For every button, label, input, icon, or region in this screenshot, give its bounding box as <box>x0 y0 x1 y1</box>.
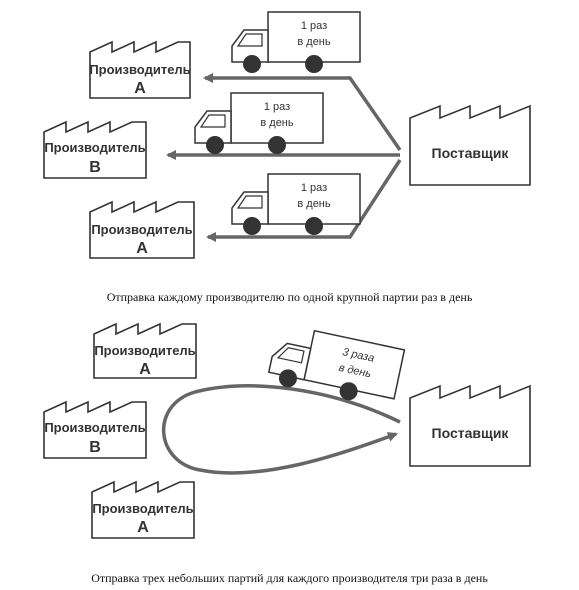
producer-a-bottom-factory-bottom-diagram: Производитель А <box>91 480 195 539</box>
producer-letter: В <box>89 159 101 176</box>
producer-a-top-factory: Производитель А <box>89 40 191 99</box>
producer-label: Производитель <box>91 222 192 237</box>
supplier-factory-top: Поставщик <box>409 104 531 186</box>
producer-b-factory: Производитель В <box>43 120 147 179</box>
producer-label: Производитель <box>92 501 193 516</box>
truck-icon: 1 раз в день <box>194 92 324 154</box>
truck-frequency-line2: в день <box>297 36 331 48</box>
producer-letter: А <box>137 519 149 536</box>
producer-label: Производитель <box>44 420 145 435</box>
top-diagram: Поставщик Производитель А Производитель … <box>43 11 531 259</box>
bottom-diagram: Поставщик Производитель А Производитель … <box>43 322 531 539</box>
truck-frequency-line2: в день <box>260 117 294 129</box>
supplier-label: Поставщик <box>432 145 510 161</box>
producer-label: Производитель <box>44 140 145 155</box>
bottom-caption: Отправка трех небольших партий для каждо… <box>91 571 488 585</box>
arrow-to-producer-a-top <box>203 73 402 151</box>
producer-letter: А <box>136 240 148 257</box>
truck-frequency-line1: 1 раз <box>301 182 327 194</box>
producer-label: Производитель <box>89 62 190 77</box>
producer-a-top-factory-bottom-diagram: Производитель А <box>93 322 197 379</box>
producer-b-factory-bottom-diagram: Производитель В <box>43 400 147 459</box>
arrow-to-producer-a-bottom <box>206 159 402 242</box>
truck-icon: 1 раз в день <box>231 11 361 73</box>
truck-frequency-line2: в день <box>297 198 331 210</box>
producer-letter: А <box>134 80 146 97</box>
producer-label: Производитель <box>94 343 195 358</box>
loop-route-arrow <box>161 384 401 475</box>
truck-frequency-line1: 1 раз <box>301 20 327 32</box>
truck-frequency-line1: 1 раз <box>264 101 290 113</box>
producer-a-bottom-factory: Производитель А <box>89 200 195 259</box>
supplier-label: Поставщик <box>432 425 510 441</box>
producer-letter: В <box>89 439 101 456</box>
truck-icon: 1 раз в день <box>231 173 361 235</box>
top-caption: Отправка каждому производителю по одной … <box>106 290 473 304</box>
truck-icon: 3 раза в день <box>267 329 406 401</box>
producer-letter: А <box>139 361 151 378</box>
supplier-factory-bottom: Поставщик <box>409 384 531 467</box>
